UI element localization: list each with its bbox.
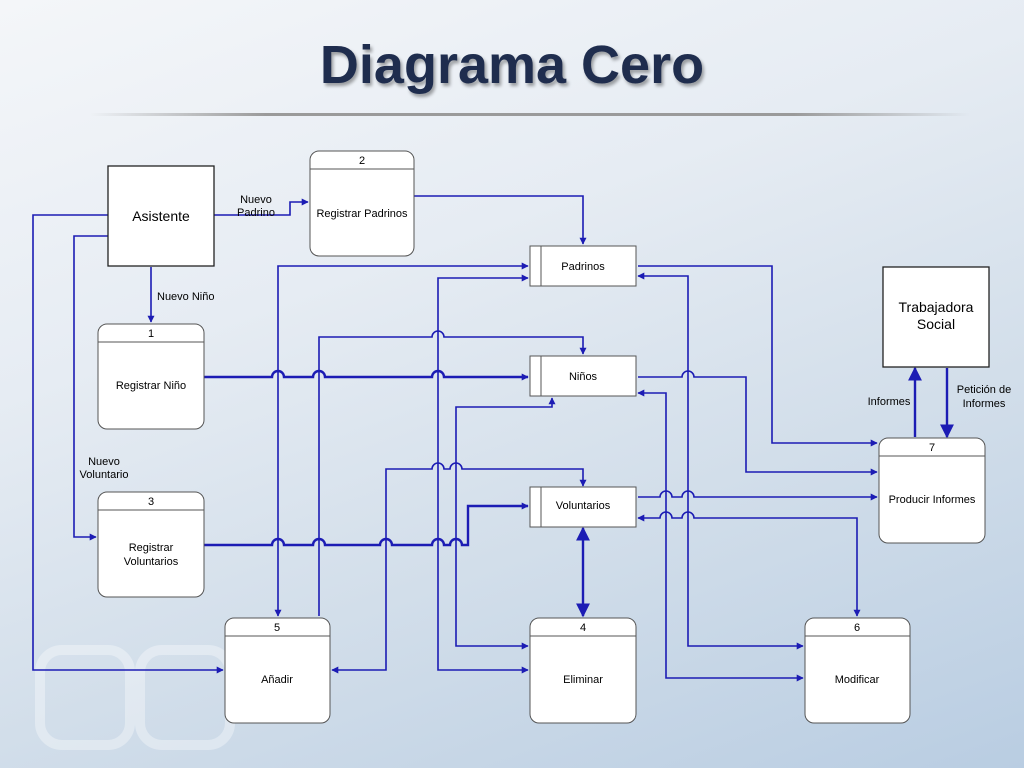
process-producir-informes[interactable]: 7 Producir Informes: [878, 437, 986, 544]
process-number: 7: [929, 442, 935, 454]
process-label: Añadir: [261, 674, 293, 686]
process-anadir[interactable]: 5 Añadir: [224, 617, 331, 724]
process-number: 4: [580, 622, 586, 634]
flow-nuevo-padrino: [214, 198, 309, 216]
background-watermark: [35, 645, 235, 750]
process-label: Modificar: [835, 674, 880, 686]
entity-trabajadora-label-line2: Social: [917, 316, 955, 332]
process-registrar-voluntarios[interactable]: 3 Registrar Voluntarios: [97, 491, 205, 598]
flow-voluntarios-modificar: [637, 511, 861, 617]
entity-trabajadora-social[interactable]: Trabajadora Social: [882, 266, 990, 368]
entity-trabajadora-label-line1: Trabajadora: [899, 299, 974, 315]
process-number: 3: [148, 496, 154, 508]
process-label-line1: Registrar: [129, 542, 174, 554]
label-nuevo-padrino-line2: Padrino: [237, 207, 275, 219]
datastore-padrinos-label: Padrinos: [561, 261, 605, 273]
label-peticion-line1: Petición de: [957, 384, 1011, 396]
process-label: Eliminar: [563, 674, 603, 686]
datastore-ninos[interactable]: Niños: [529, 355, 637, 397]
label-informes: Informes: [868, 396, 911, 408]
process-label: Producir Informes: [889, 494, 976, 506]
label-nuevo-nino: Nuevo Niño: [157, 291, 214, 303]
flow-labels: Nuevo Padrino Nuevo Niño Nuevo Voluntari…: [80, 194, 1012, 481]
title-divider: [90, 113, 970, 116]
datastore-padrinos[interactable]: Padrinos: [529, 245, 637, 287]
process-number: 1: [148, 328, 154, 340]
flow-ninos-informes: [638, 370, 878, 476]
process-eliminar[interactable]: 4 Eliminar: [529, 617, 637, 724]
process-modificar[interactable]: 6 Modificar: [804, 617, 911, 724]
flow-padrinos-modificar: [637, 272, 804, 650]
process-registrar-nino[interactable]: 1 Registrar Niño: [97, 323, 205, 430]
label-nuevo-voluntario-line1: Nuevo: [88, 456, 120, 468]
label-nuevo-voluntario-line2: Voluntario: [80, 469, 129, 481]
label-nuevo-padrino-line1: Nuevo: [240, 194, 272, 206]
process-registrar-padrinos[interactable]: 2 Registrar Padrinos: [309, 150, 415, 257]
flow-padrinos-informes: [638, 265, 878, 447]
flow-anadir-voluntarios: [331, 462, 587, 674]
flow-padrinos-eliminar: [437, 274, 529, 674]
flow-nuevo-voluntario: [73, 235, 108, 541]
datastore-voluntarios[interactable]: Voluntarios: [529, 486, 637, 528]
label-peticion-line2: Informes: [963, 398, 1006, 410]
flow-asistente-anadir: [32, 214, 224, 674]
flow-registrar-nino-to-store: [204, 369, 529, 381]
slide-title: Diagrama Cero: [319, 35, 705, 95]
entity-asistente[interactable]: Asistente: [107, 165, 215, 267]
datastore-ninos-label: Niños: [569, 371, 598, 383]
flow-registrar-voluntarios-to-store: [204, 502, 529, 547]
flow-anadir-padrinos: [274, 262, 529, 617]
process-number: 6: [854, 622, 860, 634]
flow-padrinos-to-store: [414, 195, 587, 245]
process-number: 2: [359, 155, 365, 167]
data-flows: [32, 195, 954, 682]
process-number: 5: [274, 622, 280, 634]
process-label-line2: Voluntarios: [124, 556, 179, 568]
flow-voluntarios-informes: [638, 490, 878, 501]
process-label: Registrar Niño: [116, 380, 186, 392]
datastore-voluntarios-label: Voluntarios: [556, 500, 611, 512]
process-label: Registrar Padrinos: [316, 208, 408, 220]
flow-ninos-modificar: [637, 389, 804, 682]
entity-asistente-label: Asistente: [132, 208, 190, 224]
flow-ninos-eliminar: [455, 397, 556, 650]
